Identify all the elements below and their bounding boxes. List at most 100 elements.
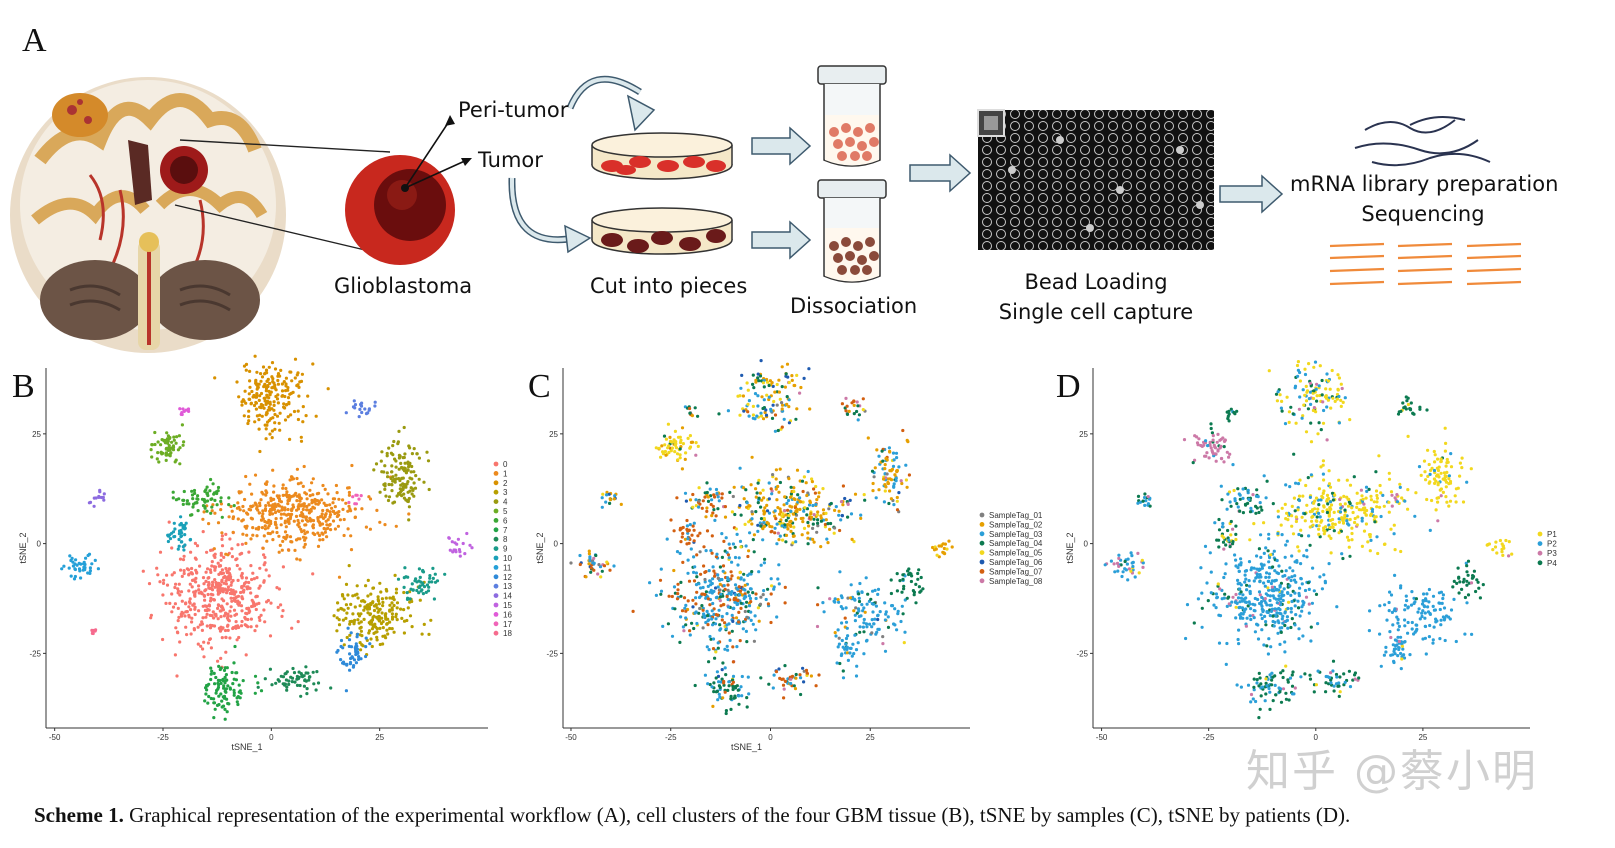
point-SampleTag_07 — [712, 569, 716, 573]
cluster-0-point — [229, 575, 233, 579]
cluster-13-point — [351, 405, 356, 409]
point-SampleTag_03 — [704, 596, 708, 600]
point-P2 — [1410, 590, 1414, 594]
point-SampleTag_03 — [834, 505, 838, 509]
point-P1 — [1314, 496, 1319, 500]
cluster-0-point — [221, 606, 225, 610]
cluster-1-point — [326, 492, 330, 496]
point-SampleTag_03 — [750, 517, 754, 521]
point-SampleTag_02 — [833, 631, 837, 635]
cluster-2-point — [277, 421, 281, 425]
cluster-1-point — [279, 500, 283, 504]
cluster-2-point — [263, 399, 267, 403]
point-P2 — [1246, 683, 1251, 687]
point-P2 — [1247, 600, 1251, 604]
cluster-0-point — [173, 602, 177, 606]
cluster-10-point — [177, 544, 181, 548]
cluster-1-point — [322, 527, 326, 531]
cluster-0-point — [233, 599, 238, 604]
point-SampleTag_03 — [887, 446, 892, 450]
cluster-0-point — [279, 603, 283, 607]
point-SampleTag_03 — [773, 429, 778, 433]
point-P2 — [1360, 519, 1364, 523]
cluster-6-point — [191, 497, 195, 501]
point-SampleTag_04 — [855, 409, 859, 414]
cluster-1-point — [294, 491, 298, 495]
point-P1 — [1406, 507, 1410, 511]
cluster-0-point — [257, 586, 261, 590]
point-SampleTag_03 — [711, 637, 716, 641]
cluster-2-point — [244, 368, 248, 372]
point-SampleTag_03 — [852, 652, 856, 656]
point-P4 — [1254, 511, 1258, 515]
cluster-0-point — [227, 578, 231, 582]
point-SampleTag_01 — [758, 602, 763, 606]
point-SampleTag_03 — [709, 549, 713, 553]
point-P2 — [1235, 683, 1239, 687]
point-P1 — [1339, 398, 1343, 402]
cluster-5-point — [166, 434, 170, 438]
cluster-0-point — [172, 571, 176, 575]
point-P2 — [1247, 579, 1251, 583]
point-P2 — [1406, 631, 1410, 635]
point-SampleTag_05 — [746, 402, 750, 406]
point-SampleTag_03 — [775, 542, 779, 546]
point-P2 — [1378, 632, 1382, 636]
point-SampleTag_03 — [798, 496, 802, 500]
point-P2 — [1279, 597, 1283, 601]
point-P3 — [1297, 407, 1301, 411]
y-tick-label: -25 — [29, 649, 41, 658]
point-P1 — [1323, 395, 1328, 399]
point-SampleTag_04 — [889, 591, 894, 596]
point-SampleTag_07 — [692, 539, 696, 543]
point-SampleTag_07 — [783, 679, 788, 684]
point-SampleTag_03 — [686, 571, 690, 575]
cluster-4-point — [403, 461, 407, 465]
cluster-10-point — [183, 526, 187, 530]
point-SampleTag_03 — [727, 542, 731, 546]
cluster-3-point — [372, 614, 376, 618]
point-SampleTag_04 — [752, 550, 756, 554]
cluster-7-point — [225, 666, 229, 670]
point-SampleTag_03 — [741, 627, 745, 631]
cluster-0-point — [216, 617, 220, 621]
point-P2 — [1260, 600, 1264, 604]
cluster-2-point — [289, 413, 293, 417]
cluster-6-point — [201, 504, 206, 508]
point-P2 — [1288, 485, 1292, 489]
point-SampleTag_07 — [780, 677, 784, 682]
point-P3 — [1213, 446, 1218, 450]
cluster-2-point — [296, 383, 300, 387]
point-P1 — [1448, 499, 1453, 503]
point-SampleTag_03 — [715, 670, 720, 674]
point-P3 — [1362, 502, 1366, 506]
point-P4 — [1308, 677, 1313, 681]
point-SampleTag_02 — [783, 495, 787, 499]
cluster-7-point — [256, 681, 260, 685]
cluster-0-point — [158, 580, 162, 584]
point-P4 — [1210, 431, 1214, 435]
point-P2 — [1297, 637, 1301, 641]
cluster-0-point — [241, 590, 246, 594]
cluster-0-point — [234, 612, 239, 616]
cluster-14-point — [97, 494, 101, 499]
x-tick-label: 0 — [269, 733, 274, 742]
point-P2 — [1261, 609, 1265, 614]
point-SampleTag_02 — [689, 440, 694, 444]
cluster-4-point — [394, 465, 398, 469]
point-P4 — [1306, 581, 1310, 585]
cluster-3-point — [349, 602, 353, 607]
point-SampleTag_03 — [893, 607, 897, 611]
cluster-1-point — [254, 502, 258, 507]
point-P2 — [1298, 586, 1302, 590]
point-SampleTag_07 — [704, 570, 708, 574]
cluster-7-point — [219, 666, 223, 670]
point-P2 — [1281, 574, 1285, 578]
point-SampleTag_05 — [673, 429, 678, 433]
point-P1 — [1422, 459, 1427, 463]
point-SampleTag_02 — [883, 463, 887, 467]
cluster-1-point — [310, 481, 314, 485]
point-P4 — [1300, 534, 1304, 538]
point-P1 — [1355, 491, 1359, 495]
point-SampleTag_02 — [824, 518, 828, 522]
